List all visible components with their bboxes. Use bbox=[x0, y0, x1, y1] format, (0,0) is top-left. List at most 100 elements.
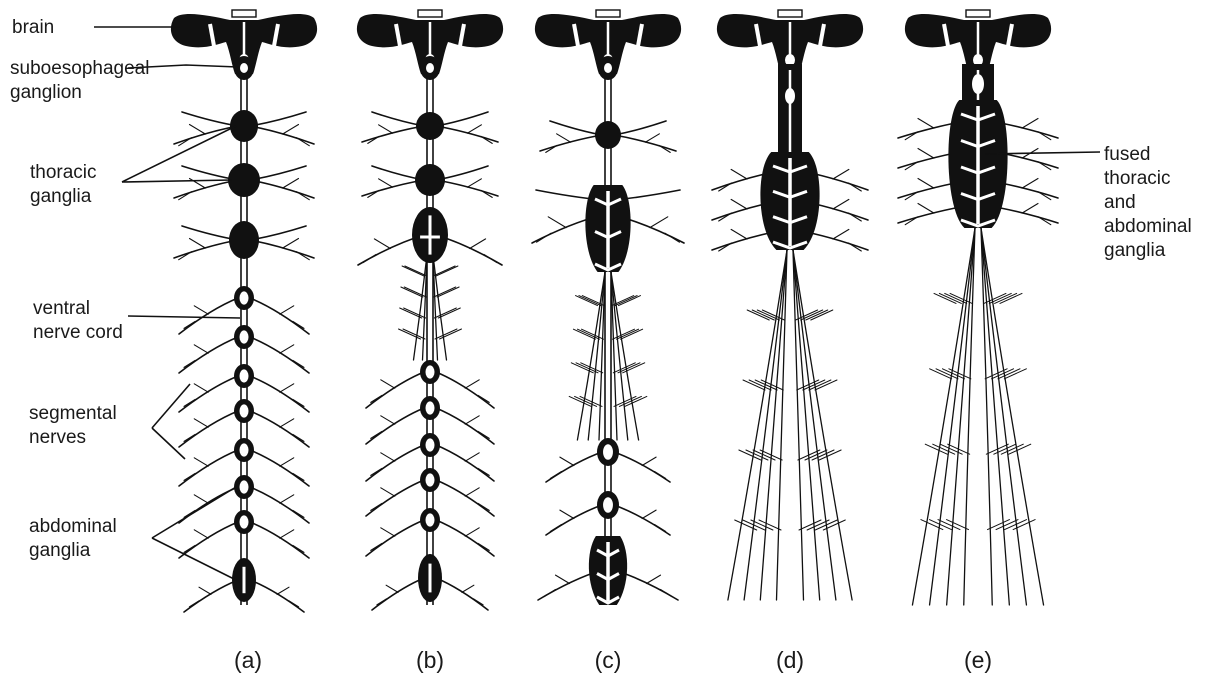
nerve-branch bbox=[1022, 179, 1038, 189]
nerve-branch bbox=[363, 255, 376, 263]
label-fused-line4: abdominal bbox=[1104, 216, 1192, 237]
nerve-branch bbox=[190, 239, 206, 249]
nerve-branch bbox=[280, 530, 294, 538]
nerve-branch bbox=[194, 530, 208, 538]
nerve-branch bbox=[435, 329, 457, 339]
nerve-branch bbox=[194, 495, 208, 503]
trailing-nerve bbox=[793, 250, 820, 600]
nerve-branch bbox=[401, 287, 423, 297]
trailing-nerve bbox=[981, 228, 1026, 605]
nerve-branch bbox=[194, 458, 208, 466]
nerve-branch bbox=[613, 363, 635, 373]
nerve-branch bbox=[625, 396, 647, 406]
nerve-branch bbox=[918, 204, 934, 214]
nerve-branch bbox=[184, 545, 195, 552]
segmental-nerve bbox=[179, 487, 238, 523]
panel-e bbox=[898, 10, 1058, 605]
nerve-branch bbox=[537, 233, 551, 242]
nerve-branch bbox=[184, 321, 195, 328]
segmental-nerve bbox=[366, 372, 424, 408]
nerve-branch bbox=[918, 179, 934, 189]
nerve-branch bbox=[465, 416, 479, 424]
panel-a bbox=[171, 10, 317, 612]
nerve-branch bbox=[194, 384, 208, 392]
nerve-branch bbox=[436, 266, 458, 276]
nerve-branch bbox=[1022, 204, 1038, 214]
nerve-branch bbox=[437, 287, 459, 297]
segmental-nerve bbox=[250, 487, 309, 523]
nerve-branch bbox=[403, 329, 425, 339]
segmental-nerve bbox=[436, 445, 494, 481]
antennal-stub bbox=[232, 10, 256, 17]
nerve-branch bbox=[470, 239, 486, 249]
nerve-branch bbox=[438, 308, 460, 318]
segmental-nerve bbox=[250, 126, 314, 144]
nerve-branch bbox=[194, 419, 208, 427]
segmental-nerve bbox=[614, 121, 666, 135]
segmental-nerve bbox=[436, 578, 488, 610]
nerve-branch bbox=[642, 457, 656, 465]
thoracic-ganglion bbox=[595, 121, 621, 149]
nerve-branch bbox=[995, 293, 1017, 303]
nerve-branch bbox=[189, 601, 199, 607]
segmental-nerve bbox=[540, 135, 602, 151]
ganglion-highlight bbox=[603, 497, 613, 512]
nerve-branch bbox=[556, 575, 570, 583]
antennal-stub bbox=[778, 10, 802, 17]
suboesophageal-highlight bbox=[604, 63, 612, 73]
nerve-branch bbox=[277, 587, 289, 594]
panel-label-b: (b) bbox=[416, 647, 444, 673]
nerve-branch bbox=[749, 380, 771, 390]
nerve-branch bbox=[650, 217, 668, 228]
nerve-branch bbox=[930, 369, 952, 379]
trailing-nerve bbox=[793, 250, 836, 600]
nerve-branch bbox=[371, 503, 382, 510]
segmental-nerve bbox=[250, 376, 309, 412]
panel-label-e: (e) bbox=[964, 647, 992, 673]
segmental-nerve bbox=[614, 135, 676, 151]
nerve-branch bbox=[833, 229, 849, 239]
label-fused-line5: ganglia bbox=[1104, 240, 1166, 261]
segmental-nerve bbox=[179, 450, 238, 486]
antennal-stub bbox=[596, 10, 620, 17]
nerve-branch bbox=[942, 369, 964, 379]
ganglion-highlight bbox=[240, 330, 249, 343]
nerve-branch bbox=[809, 380, 831, 390]
nerve-branch bbox=[400, 308, 422, 318]
segmental-nerve bbox=[250, 298, 309, 334]
nerve-branch bbox=[478, 395, 489, 402]
nerve-branch bbox=[731, 229, 747, 239]
nerve-branch bbox=[381, 380, 395, 388]
thoracic-ganglion bbox=[416, 112, 444, 140]
trailing-nerve bbox=[947, 228, 975, 605]
nerve-branch bbox=[936, 369, 958, 379]
nerve-branch bbox=[478, 468, 489, 475]
nerve-branch bbox=[371, 543, 382, 550]
nerve-branch bbox=[280, 384, 294, 392]
nerve-branch bbox=[544, 590, 555, 597]
nerve-branch bbox=[665, 233, 679, 242]
nerve-branch bbox=[465, 488, 479, 496]
nerve-branch bbox=[998, 369, 1020, 379]
panel-d bbox=[712, 10, 868, 600]
nerve-branch bbox=[550, 472, 561, 479]
segmental-nerve bbox=[436, 126, 498, 142]
nerve-branch bbox=[560, 510, 574, 518]
nerve-branch bbox=[184, 473, 195, 480]
panel-b bbox=[357, 10, 503, 610]
nerve-branch bbox=[478, 503, 489, 510]
segmental-nerve bbox=[250, 450, 309, 486]
nerve-branch bbox=[484, 255, 497, 263]
trailing-nerve bbox=[981, 228, 1009, 605]
nerve-branch bbox=[371, 395, 382, 402]
segmental-nerve bbox=[184, 580, 238, 612]
nerve-branch bbox=[405, 266, 427, 276]
thoracic-ganglion bbox=[228, 163, 260, 197]
nerve-branch bbox=[731, 169, 747, 179]
suboesophageal-highlight bbox=[426, 63, 434, 73]
label-suboesophageal-line2: ganglion bbox=[10, 82, 82, 103]
segmental-nerve bbox=[182, 112, 238, 126]
nerve-branch bbox=[560, 457, 574, 465]
segmental-nerve bbox=[179, 298, 238, 334]
nerve-branch bbox=[661, 590, 672, 597]
